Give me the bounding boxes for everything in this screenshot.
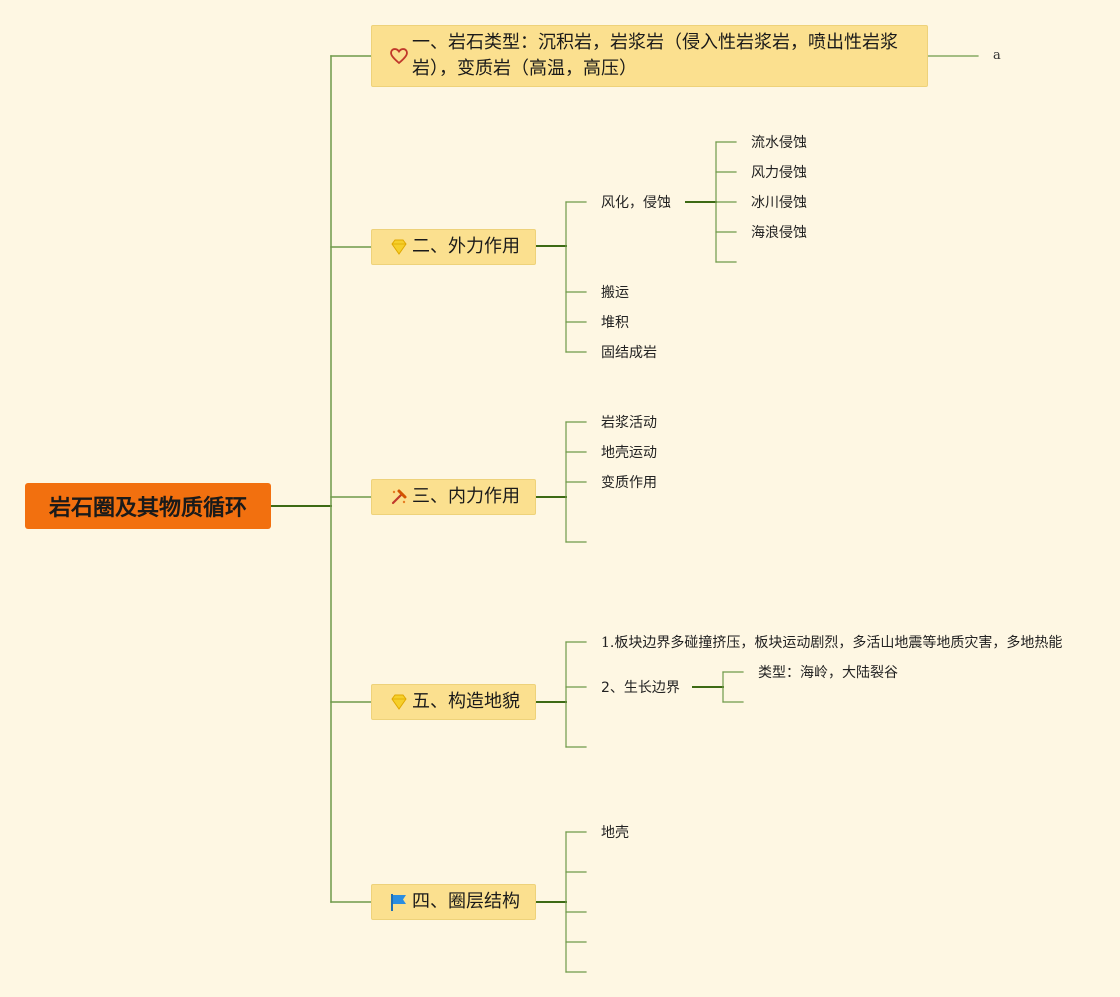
leaf-lithification[interactable]: 固结成岩 bbox=[601, 345, 657, 361]
branch-label: 二、外力作用 bbox=[412, 236, 520, 257]
leaf-glacier-erosion[interactable]: 冰川侵蚀 bbox=[751, 195, 807, 211]
leaf-weathering-erosion[interactable]: 风化，侵蚀 bbox=[601, 195, 671, 211]
flag-icon bbox=[388, 892, 410, 912]
leaf-transport[interactable]: 搬运 bbox=[601, 285, 629, 301]
leaf-boundary-types[interactable]: 类型：海岭，大陆裂谷 bbox=[758, 665, 898, 681]
leaf-crustal-movement[interactable]: 地壳运动 bbox=[601, 445, 657, 461]
leaf-growth-boundary[interactable]: 2、生长边界 bbox=[601, 680, 680, 696]
hammer-icon bbox=[388, 488, 410, 506]
leaf-plate-boundary-collision[interactable]: 1.板块边界多碰撞挤压，板块运动剧烈，多活山地震等地质灾害，多地热能 bbox=[601, 635, 1063, 651]
leaf-magmatism[interactable]: 岩浆活动 bbox=[601, 415, 657, 431]
branch-label: 一、岩石类型：沉积岩，岩浆岩（侵入性岩浆岩，喷出性岩浆岩），变质岩（高温，高压） bbox=[412, 32, 898, 79]
diamond-icon bbox=[388, 693, 410, 711]
branch-rock-types[interactable]: 一、岩石类型：沉积岩，岩浆岩（侵入性岩浆岩，喷出性岩浆岩），变质岩（高温，高压） bbox=[371, 25, 928, 87]
leaf-water-erosion[interactable]: 流水侵蚀 bbox=[751, 135, 807, 151]
branch-layer-structure[interactable]: 四、圈层结构 bbox=[371, 884, 536, 920]
leaf-wind-erosion[interactable]: 风力侵蚀 bbox=[751, 165, 807, 181]
root-topic[interactable]: 岩石圈及其物质循环 bbox=[25, 483, 271, 529]
heart-icon bbox=[388, 47, 410, 65]
branch-label: 四、圈层结构 bbox=[412, 891, 520, 912]
leaf-deposition[interactable]: 堆积 bbox=[601, 315, 629, 331]
branch-label: 五、构造地貌 bbox=[412, 691, 520, 712]
leaf-metamorphism[interactable]: 变质作用 bbox=[601, 475, 657, 491]
branch-extra-text: a bbox=[993, 48, 1001, 63]
root-topic-label: 岩石圈及其物质循环 bbox=[48, 496, 247, 521]
leaf-wave-erosion[interactable]: 海浪侵蚀 bbox=[751, 225, 807, 241]
diamond-icon bbox=[388, 238, 410, 256]
leaf-crust[interactable]: 地壳 bbox=[601, 825, 629, 841]
branch-external-forces[interactable]: 二、外力作用 bbox=[371, 229, 536, 265]
branch-internal-forces[interactable]: 三、内力作用 bbox=[371, 479, 536, 515]
branch-label: 三、内力作用 bbox=[412, 486, 520, 507]
branch-tectonic-landforms[interactable]: 五、构造地貌 bbox=[371, 684, 536, 720]
